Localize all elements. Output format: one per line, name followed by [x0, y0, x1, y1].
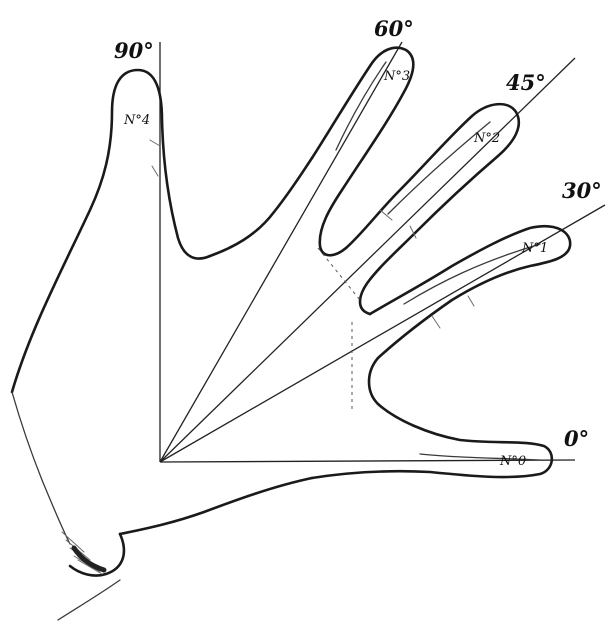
angle-label-90: 90°	[114, 38, 154, 63]
finger-label-0: N°0	[499, 454, 526, 469]
finger-label-2: N°2	[473, 131, 500, 146]
angle-label-45: 45°	[506, 70, 546, 95]
thumb-outline	[12, 70, 210, 392]
knuckle-marks	[150, 140, 474, 328]
wrist-crease-outline	[12, 392, 70, 544]
finger-label-1: N°1	[521, 241, 548, 256]
finger-label-3: N°3	[383, 69, 410, 84]
finger-details	[150, 62, 540, 460]
finger-label-4: N°4	[123, 113, 150, 128]
ray-45-degrees	[160, 58, 575, 462]
thumb-web-outline	[210, 158, 312, 256]
angle-label-30: 30°	[562, 178, 602, 203]
angle-label-60: 60°	[374, 16, 414, 41]
forearm-line	[58, 580, 120, 620]
palm-bottom-outline	[120, 478, 312, 534]
ray-60-degrees	[160, 42, 402, 462]
finger-labels: N°4 N°3 N°2 N°1 N°0	[123, 69, 548, 469]
finger-1-inner-line	[404, 244, 540, 304]
angle-label-0: 0°	[564, 426, 589, 451]
angle-labels: 90° 60° 45° 30° 0°	[114, 16, 602, 451]
